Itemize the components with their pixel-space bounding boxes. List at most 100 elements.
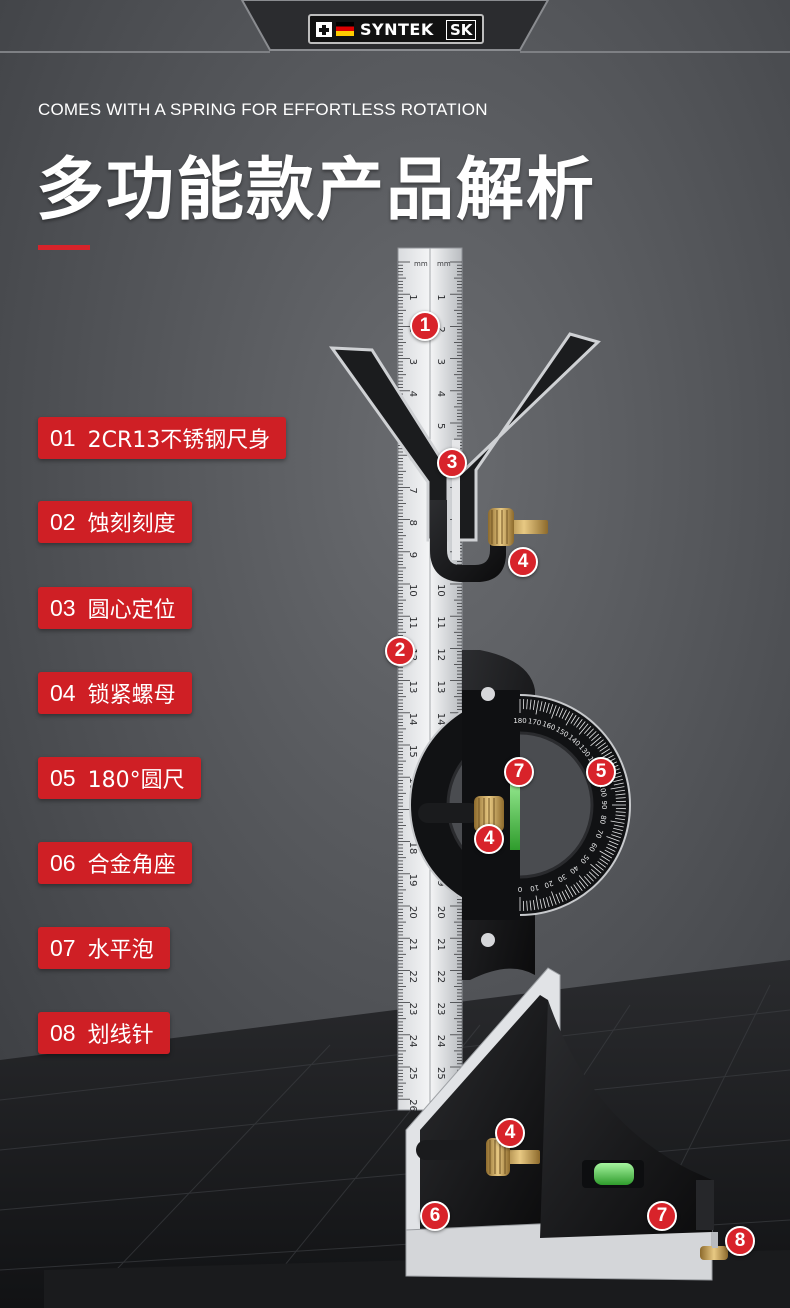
protractor-tick [576,719,583,728]
sk-monogram-icon: SK [446,20,477,40]
protractor-tick [611,834,621,839]
ruler-cm-label: 24 [435,1035,446,1048]
protractor-tick [608,840,619,846]
protractor-ticks [519,699,626,911]
protractor-tick [606,846,616,852]
protractor-tick [565,713,574,726]
brand-name: SYNTEK [360,20,434,39]
protractor-tick [595,739,604,747]
lock-nut-upper [488,508,548,546]
protractor-tick [597,742,606,749]
ruler-cm-label: 25 [407,1067,418,1080]
protractor-tick [601,748,611,755]
protractor-tick [546,702,550,713]
protractor-tick [529,699,532,710]
protractor-tick [610,786,625,790]
protractor-tick [583,725,592,734]
protractor-tick [615,811,626,813]
protractor-tick [558,708,564,718]
ruler-cm-label: 11 [435,616,446,629]
protractor-tick [551,891,557,905]
ruler-cm-label: 10 [407,584,418,597]
protractor-tick [535,895,539,910]
protractor-tick [546,897,550,908]
protractor-tick [573,884,580,894]
protractor-tick [595,863,604,871]
protractor-tick [535,700,539,715]
ruler-cm-label: 23 [435,1003,446,1016]
protractor-tick [578,880,586,889]
marker-scriber: 8 [725,1226,755,1256]
protractor-tick [588,871,597,879]
protractor-tick [526,699,528,710]
marker-lock-nut-lower: 4 [495,1118,525,1148]
protractor-tick [590,863,602,874]
protractor-tick [549,896,554,906]
protractor-tick [588,731,597,739]
ruler-cm-label: 13 [407,681,418,694]
ruler-cm-label: 23 [407,1003,418,1016]
protractor-tick [565,884,574,897]
protractor-tick [591,733,600,742]
ruler-cm-label: 26 [407,1099,418,1112]
ruler-cm-label: 21 [435,938,446,951]
protractor-tick [555,893,561,904]
protractor-tick [573,716,580,726]
ruler-cm-label: 14 [435,713,446,726]
protractor-tick [561,891,567,901]
protractor-tick [532,699,536,710]
protractor-tick [604,849,614,856]
protractor-tick [591,868,600,877]
marker-level-lower: 7 [647,1201,677,1231]
protractor-tick [606,836,620,842]
feature-item-05: 05 180°圆尺 [38,757,201,799]
protractor-tick [529,900,532,911]
protractor-tick [599,850,612,859]
protractor-label: 80 [598,814,607,824]
feature-label: 180°圆尺 [87,768,185,793]
marker-protractor: 5 [586,757,616,787]
protractor-tick [564,711,571,721]
protractor-tick [564,889,571,899]
ruler-cm-label: 4 [435,391,446,397]
protractor-tick [549,704,554,714]
ruler-cm-label: 21 [407,938,418,951]
feature-item-02: 02 蚀刻刻度 [38,501,192,543]
alloy-square-head [405,967,714,1281]
feature-label: 划线针 [87,1023,154,1048]
marker-level-upper: 7 [504,757,534,787]
marker-lock-nut-upper: 4 [508,547,538,577]
page-subtitle: COMES WITH A SPRING FOR EFFORTLESS ROTAT… [38,100,488,119]
feature-label: 合金角座 [87,853,176,878]
lock-nut-lower [486,1138,540,1176]
feature-item-04: 04 锁紧螺母 [38,672,192,714]
feature-item-03: 03 圆心定位 [38,587,192,629]
ruler-cm-label: 13 [435,681,446,694]
protractor-tick [613,824,624,828]
protractor-tick [615,814,626,817]
protractor-tick [590,736,602,747]
protractor-tick [539,898,543,909]
ruler-unit-label: mm [414,260,428,268]
protractor-tick [601,855,611,862]
feature-label: 水平泡 [87,938,154,963]
protractor-tick [578,721,586,730]
protractor-tick [583,876,592,885]
protractor-tick [586,873,594,882]
protractor-tick [576,882,583,891]
protractor-tick [599,858,609,865]
ruler-cm-label: 20 [407,906,418,919]
protractor-label: 170 [527,717,542,727]
ruler-cm-label: 22 [435,970,446,983]
protractor-tick [558,892,564,902]
protractor-tick [570,714,577,724]
protractor-tick [597,861,606,868]
protractor-label: 30 [556,872,568,883]
german-flag-icon [336,22,354,36]
marker-ruler-body: 1 [410,311,440,341]
ruler-cm-label: 4 [407,391,418,397]
marker-square-head: 6 [420,1201,450,1231]
protractor-tick [561,709,567,719]
protractor-tick [615,789,626,793]
protractor-label: 180 [513,717,526,725]
